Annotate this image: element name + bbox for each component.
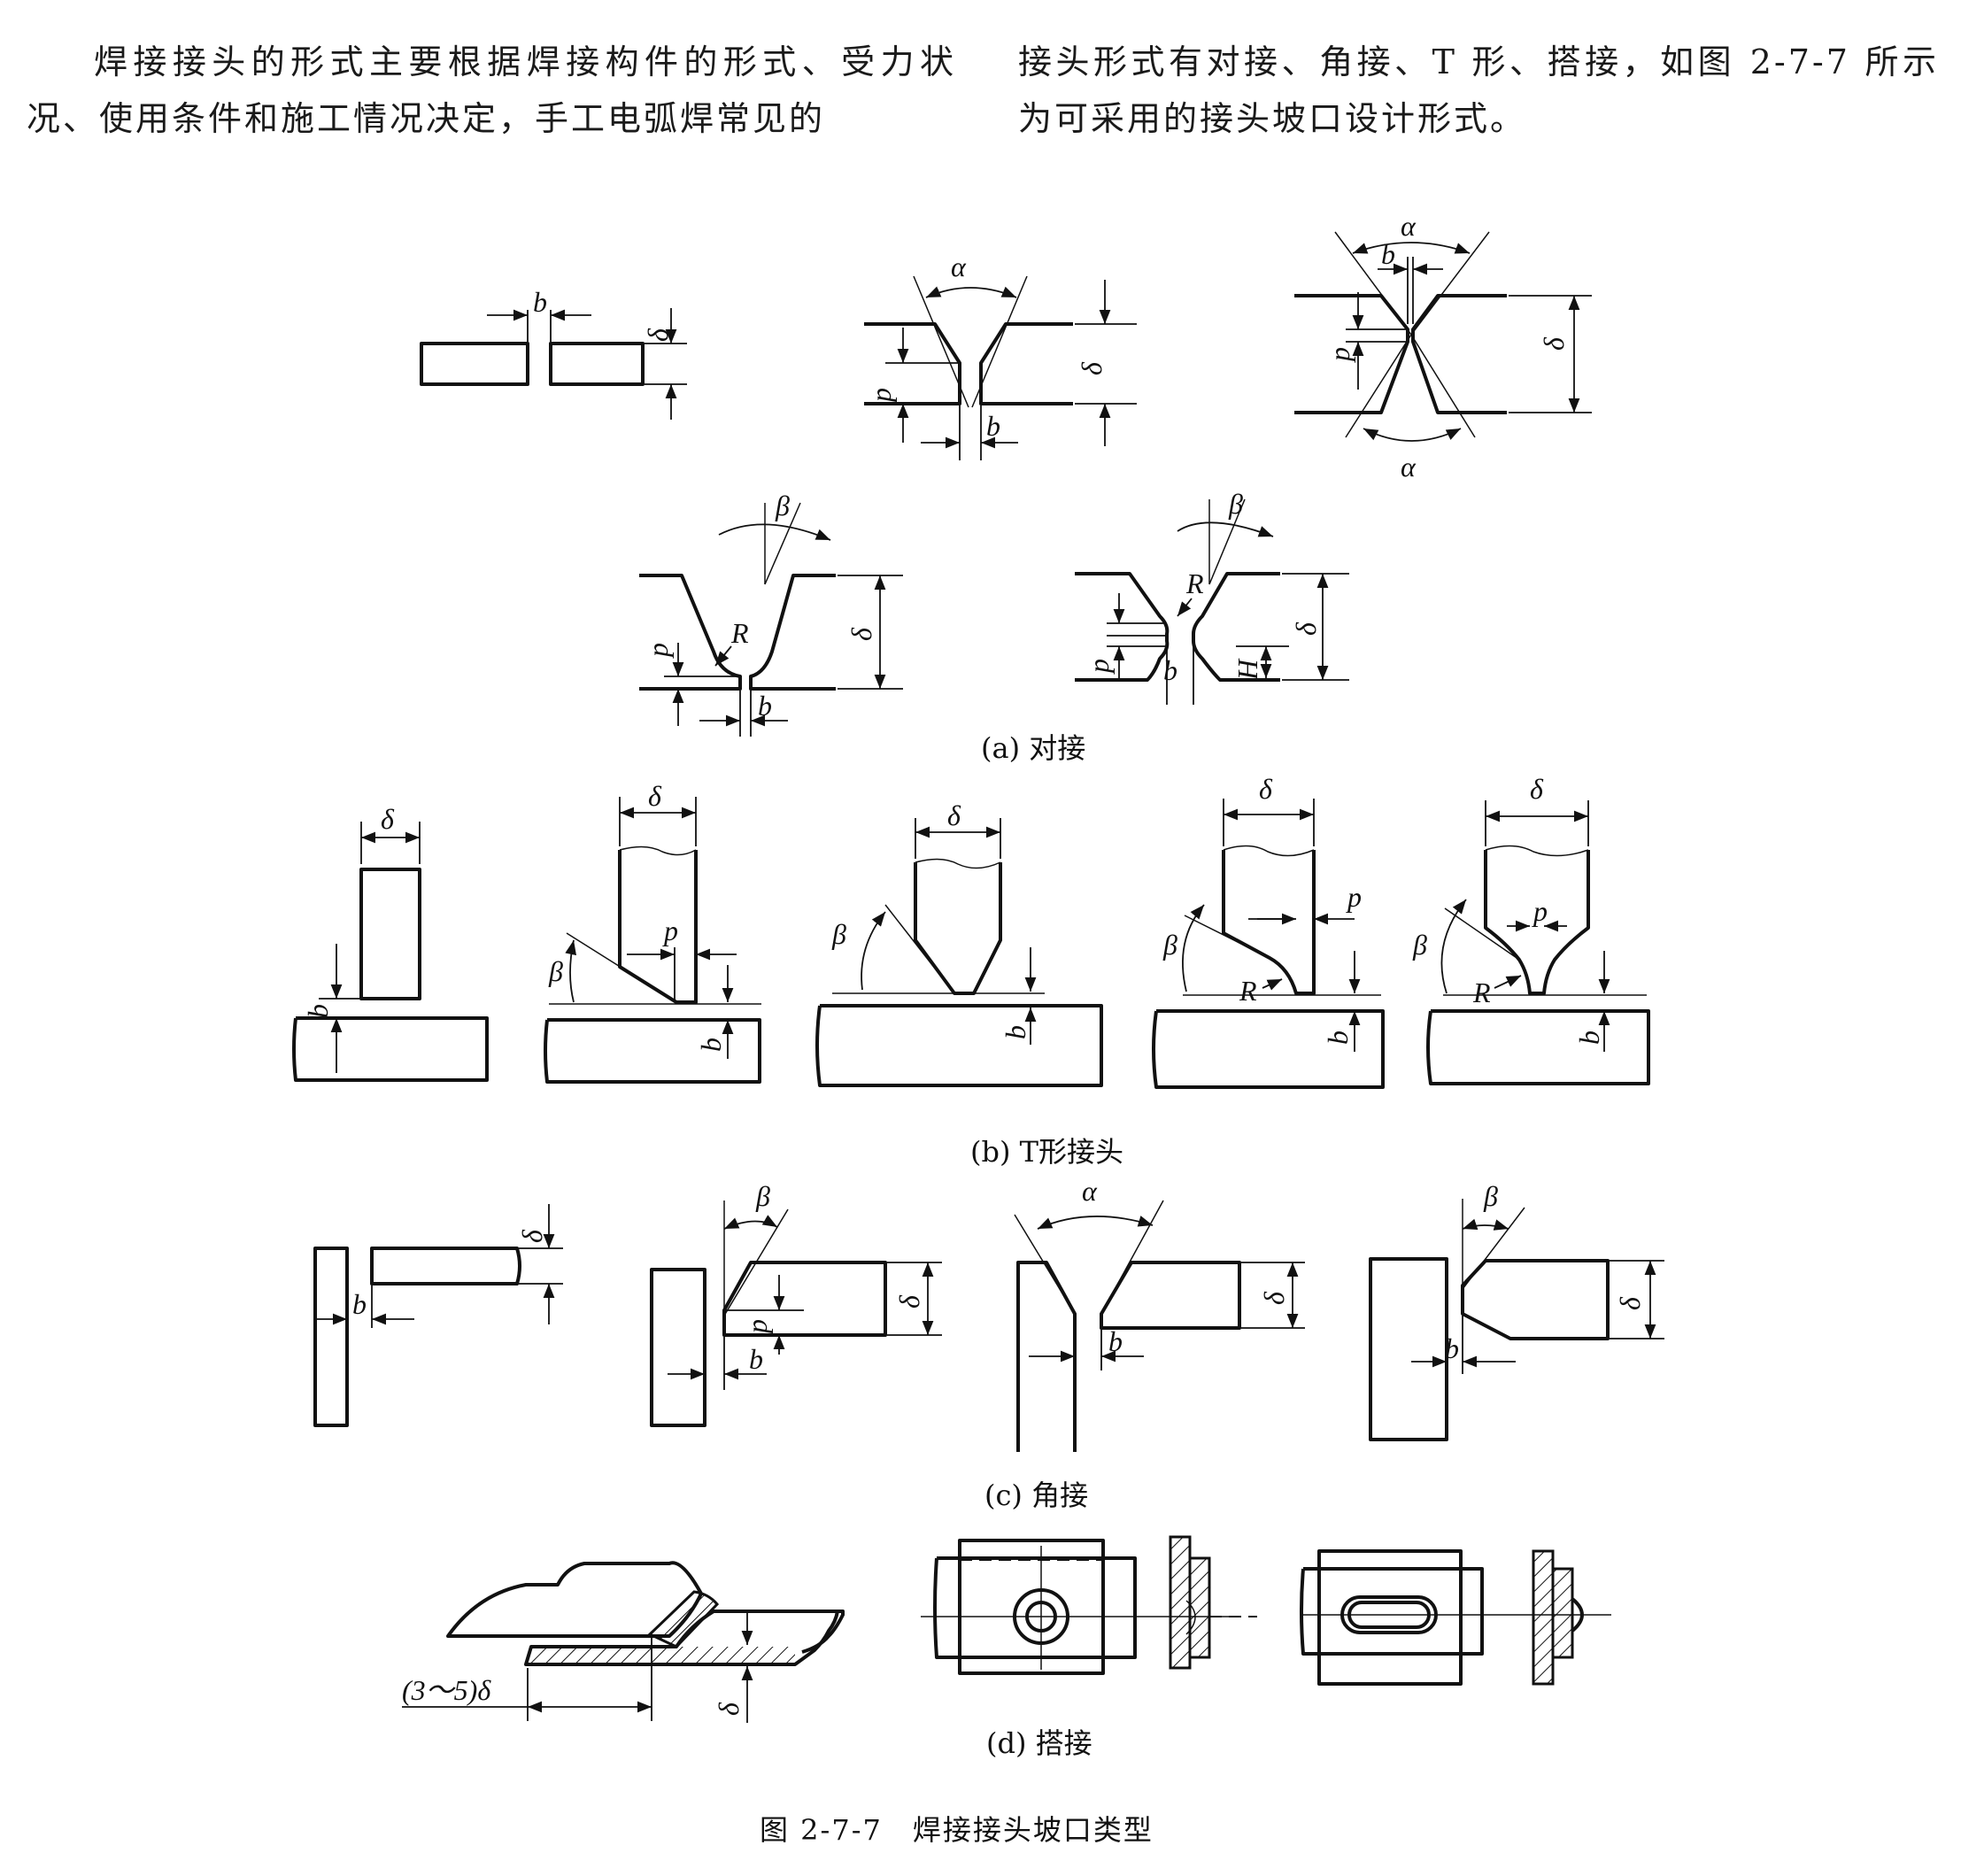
label-b: b: [695, 1038, 727, 1052]
lap-joint-slot-weld: [1300, 1549, 1611, 1686]
label-b: b: [302, 1004, 334, 1018]
butt-joint-double-u-groove: β R p b H δ: [1075, 488, 1349, 705]
label-b: b: [1573, 1031, 1605, 1045]
label-delta: δ: [516, 1229, 548, 1243]
label-p: p: [1532, 895, 1548, 927]
label-p: p: [642, 643, 674, 659]
label-delta: δ: [845, 627, 877, 641]
label-R: R: [1472, 977, 1491, 1008]
label-alpha: α: [951, 251, 967, 282]
label-delta: δ: [1290, 621, 1322, 636]
label-R: R: [1185, 567, 1204, 599]
label-delta: δ: [713, 1702, 745, 1716]
caption-d: (d) 搭接: [986, 1726, 1092, 1760]
label-b: b: [533, 286, 547, 318]
label-delta: δ: [947, 799, 961, 831]
label-H: H: [1231, 658, 1263, 681]
butt-joint-u-groove: β R p b δ: [639, 490, 903, 737]
t-joint-double-j-groove: δ β p R b: [1412, 773, 1650, 1085]
label-beta: β: [1162, 929, 1177, 961]
label-b: b: [1381, 238, 1395, 270]
label-R: R: [1239, 975, 1257, 1007]
label-p: p: [662, 915, 678, 946]
label-delta: δ: [1258, 1291, 1290, 1305]
caption-a: (a) 对接: [981, 731, 1085, 765]
label-p: p: [865, 388, 897, 404]
label-delta: δ: [1076, 361, 1108, 375]
t-joint-square: δ b: [292, 803, 489, 1082]
label-delta: δ: [381, 803, 395, 835]
label-beta: β: [1412, 929, 1427, 961]
t-joint-j-groove: δ β p R b: [1152, 773, 1385, 1089]
label-b: b: [749, 1343, 763, 1375]
label-p: p: [1324, 347, 1355, 363]
corner-joint-v-groove: α δ b: [1014, 1175, 1305, 1452]
label-p: p: [1083, 659, 1115, 675]
label-beta: β: [1483, 1180, 1498, 1212]
t-joint-double-bevel: δ β b: [815, 799, 1103, 1087]
label-b: b: [1445, 1332, 1459, 1364]
lap-joint-fillet: (3～5)δ δ: [402, 1561, 845, 1723]
label-delta: δ: [1538, 336, 1570, 351]
label-delta: δ: [648, 780, 662, 812]
butt-joint-square: b δ: [420, 286, 687, 420]
label-lap-length: (3～5)δ: [402, 1674, 491, 1706]
corner-joint-square: δ b: [313, 1204, 563, 1427]
lap-joint-plug-weld: [921, 1535, 1257, 1675]
label-R: R: [730, 617, 749, 649]
label-b: b: [1322, 1031, 1354, 1045]
label-alpha: α: [1082, 1175, 1098, 1207]
t-joint-single-bevel: δ β p b: [544, 780, 761, 1084]
label-beta: β: [755, 1180, 770, 1212]
butt-joint-x-groove: α α b p δ: [1294, 210, 1592, 483]
corner-joint-single-bevel: β p δ b: [650, 1180, 942, 1427]
label-b: b: [986, 410, 1000, 442]
label-b: b: [1163, 654, 1177, 686]
label-beta: β: [775, 490, 790, 521]
label-b: b: [352, 1288, 367, 1320]
label-delta: δ: [642, 328, 674, 342]
label-alpha: α: [1401, 451, 1417, 483]
label-delta: δ: [893, 1294, 925, 1309]
body-paragraph-left: 焊接接头的形式主要根据焊接构件的形式、受力状况、使用条件和施工情况决定，手工电弧…: [27, 42, 956, 138]
caption-c: (c) 角接: [984, 1478, 1088, 1512]
figure-title: 图 2-7-7 焊接接头坡口类型: [760, 1813, 1154, 1847]
label-b: b: [1000, 1025, 1031, 1039]
label-p: p: [1346, 881, 1362, 913]
label-delta: δ: [1530, 773, 1544, 805]
corner-joint-double-bevel: β δ b: [1369, 1180, 1664, 1441]
butt-joint-v-groove: α p b δ: [864, 251, 1137, 460]
label-b: b: [1108, 1325, 1123, 1357]
label-delta: δ: [1614, 1296, 1646, 1310]
label-beta: β: [1228, 488, 1243, 520]
label-delta: δ: [1259, 773, 1273, 805]
label-beta: β: [548, 955, 563, 987]
caption-b: (b) T形接头: [970, 1135, 1123, 1169]
label-beta: β: [831, 918, 846, 950]
body-paragraph-right: 接头形式有对接、角接、T 形、搭接，如图 2-7-7 所示为可采用的接头坡口设计…: [1018, 42, 1939, 138]
label-p: p: [741, 1319, 773, 1335]
label-b: b: [758, 690, 772, 722]
label-alpha: α: [1401, 210, 1417, 242]
